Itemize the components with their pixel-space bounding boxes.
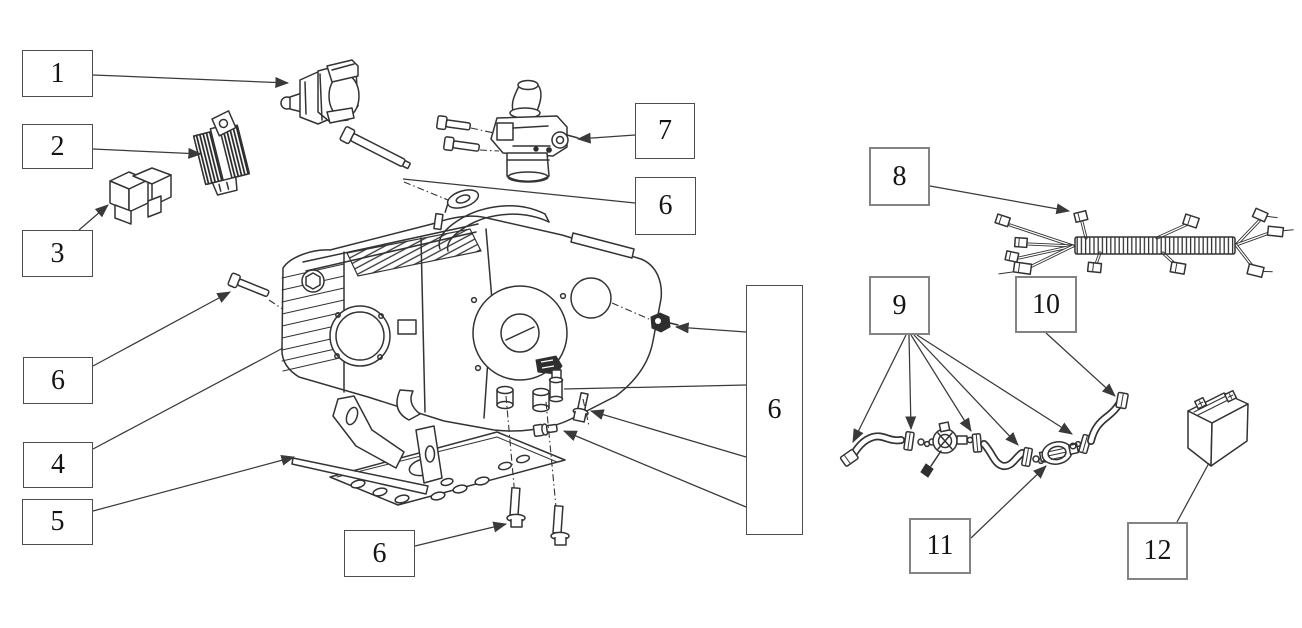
leader-7: [576, 132, 636, 144]
callout-box-2[interactable]: 2: [22, 124, 93, 169]
callout-box-4[interactable]: 4: [23, 442, 93, 488]
skid-plate-bolt-drawing: [505, 395, 590, 546]
leader-3: [78, 204, 109, 231]
leader-5: [92, 454, 296, 512]
leader-6-tall-2: [563, 384, 747, 390]
long-cylinder-bolt-drawing: [339, 126, 454, 203]
drain-bolt-drawing: [572, 391, 589, 423]
leader-4: [92, 347, 284, 450]
relay-drawing: [109, 167, 172, 225]
flange-bolt-small-drawing: [532, 423, 558, 438]
leader-1: [92, 74, 290, 88]
leader-9-2: [905, 334, 917, 431]
callout-box-7[interactable]: 7: [635, 103, 695, 159]
left-flange-bolt-drawing: [227, 272, 285, 311]
rubber-bushing-drawing: [496, 385, 550, 413]
callout-box-12[interactable]: 12: [1127, 522, 1188, 580]
fuel-hose-left-drawing: [839, 432, 905, 467]
callout-box-8[interactable]: 8: [869, 147, 930, 206]
leader-11: [970, 465, 1047, 539]
leader-6-bottom: [414, 521, 508, 547]
wiring-harness-drawing: [994, 207, 1294, 279]
leader-9-5: [916, 334, 1073, 435]
leader-6-tall-4: [562, 430, 747, 508]
engine-assembly-drawing: [281, 189, 663, 432]
callout-box-6-upper[interactable]: 6: [635, 177, 696, 235]
carburetor-bolt-drawing: [435, 115, 500, 152]
starter-motor-drawing: [280, 59, 360, 125]
callout-box-5[interactable]: 5: [22, 499, 93, 545]
leader-12: [1176, 462, 1210, 523]
battery-drawing: [1187, 389, 1249, 467]
acorn-nut-drawing: [611, 302, 679, 333]
sensor-bolt-drawing: [548, 369, 564, 403]
leader-9-4: [913, 334, 1019, 446]
leader-6-tall-3: [589, 409, 747, 458]
leader-8: [929, 185, 1071, 215]
fuel-valve-drawing: [917, 421, 974, 478]
hose-clamp-drawing-3: [1020, 446, 1034, 468]
callout-box-11[interactable]: 11: [909, 518, 971, 574]
leader-6-tall-1: [674, 322, 747, 334]
leader-9-3: [910, 334, 972, 432]
leader-10: [1045, 332, 1116, 397]
callout-box-9[interactable]: 9: [869, 276, 930, 335]
callout-box-6-left[interactable]: 6: [23, 357, 93, 404]
fuel-filter-drawing: [1032, 440, 1082, 465]
cdi-unit-drawing: [192, 110, 251, 196]
hose-clamp-drawing-1: [903, 430, 915, 452]
carburetor-drawing: [490, 79, 579, 183]
engine-mount-bracket-drawing: [332, 395, 443, 484]
callout-box-6-tall[interactable]: 6: [746, 285, 803, 535]
leader-6-left: [92, 291, 231, 367]
leader-lines: [78, 74, 1210, 547]
leader-9-1: [852, 334, 907, 443]
callout-box-10[interactable]: 10: [1015, 276, 1077, 333]
fuel-outlet-hose-drawing: [1087, 391, 1129, 445]
callout-box-6-bottom[interactable]: 6: [344, 530, 415, 577]
callout-box-1[interactable]: 1: [22, 50, 93, 97]
leader-2: [92, 147, 203, 159]
fuel-hose-middle-drawing: [980, 440, 1026, 471]
leader-6-upper: [402, 178, 636, 204]
callout-box-3[interactable]: 3: [22, 230, 93, 277]
